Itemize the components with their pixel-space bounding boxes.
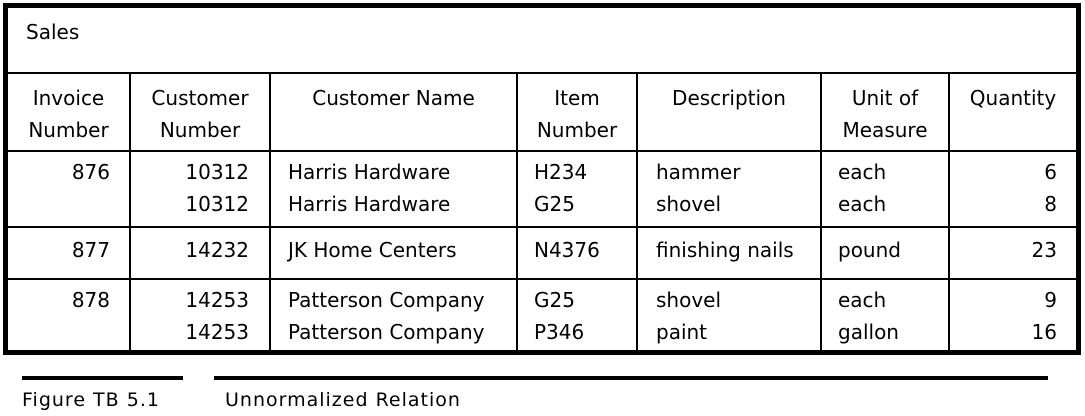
quantity-cell: 6 xyxy=(1044,160,1057,184)
invoice-number-cell: 876 xyxy=(71,160,110,184)
column-divider xyxy=(636,74,638,350)
customer-name-cell: Patterson Company xyxy=(288,288,485,312)
figure-label: Figure TB 5.1 xyxy=(22,389,160,411)
unit-cell: each xyxy=(838,288,887,312)
header-text: Customer xyxy=(151,86,249,110)
unit-cell: each xyxy=(838,160,887,184)
description-cell: finishing nails xyxy=(656,238,794,262)
header-text: Number xyxy=(159,118,241,142)
column-divider xyxy=(948,74,950,350)
description-cell: shovel xyxy=(656,288,722,312)
customer-number-cell: 10312 xyxy=(185,192,249,216)
item-number-cell: H234 xyxy=(534,160,588,184)
quantity-cell: 23 xyxy=(1031,238,1057,262)
quantity-cell: 9 xyxy=(1044,288,1057,312)
column-divider xyxy=(820,74,822,350)
quantity-cell: 8 xyxy=(1044,192,1057,216)
header-text: Customer Name xyxy=(312,86,475,110)
header-item-number: Item Number xyxy=(518,82,636,146)
header-description: Description xyxy=(638,82,820,114)
header-text: Number xyxy=(536,118,618,142)
column-divider xyxy=(516,74,518,350)
header-customer-name: Customer Name xyxy=(271,82,516,114)
customer-name-cell: Harris Hardware xyxy=(288,160,451,184)
header-customer-number: Customer Number xyxy=(131,82,269,146)
customer-number-cell: 14253 xyxy=(185,320,249,344)
header-text: Item xyxy=(554,86,600,110)
item-number-cell: P346 xyxy=(534,320,585,344)
description-cell: paint xyxy=(656,320,708,344)
description-cell: hammer xyxy=(656,160,741,184)
header-unit-of-measure: Unit of Measure xyxy=(822,82,948,146)
caption-rule-left xyxy=(22,376,183,380)
header-text: Unit of xyxy=(851,86,919,110)
item-number-cell: N4376 xyxy=(534,238,600,262)
header-text: Number xyxy=(28,118,109,142)
customer-name-cell: Harris Hardware xyxy=(288,192,451,216)
invoice-number-cell: 878 xyxy=(71,288,110,312)
header-text: Quantity xyxy=(969,86,1057,110)
description-cell: shovel xyxy=(656,192,722,216)
table-title: Sales xyxy=(8,8,1076,74)
customer-number-cell: 14253 xyxy=(185,288,249,312)
customer-name-cell: JK Home Centers xyxy=(288,238,457,262)
column-divider xyxy=(269,74,271,350)
sales-table: Sales Invoice Number Customer Number Cus… xyxy=(3,3,1081,355)
quantity-cell: 16 xyxy=(1031,320,1057,344)
header-invoice-number: Invoice Number xyxy=(8,82,129,146)
item-number-cell: G25 xyxy=(534,288,575,312)
item-number-cell: G25 xyxy=(534,192,575,216)
unit-cell: pound xyxy=(838,238,901,262)
header-text: Measure xyxy=(842,118,928,142)
unit-cell: gallon xyxy=(838,320,899,344)
header-divider xyxy=(8,150,1076,152)
caption-rule-right xyxy=(214,376,1048,380)
invoice-number-cell: 877 xyxy=(71,238,110,262)
customer-name-cell: Patterson Company xyxy=(288,320,485,344)
row-divider xyxy=(8,278,1076,280)
header-text: Description xyxy=(672,86,786,110)
header-quantity: Quantity xyxy=(950,82,1076,114)
column-divider xyxy=(129,74,131,350)
figure-caption: Unnormalized Relation xyxy=(225,389,461,411)
header-text: Invoice xyxy=(32,86,105,110)
customer-number-cell: 10312 xyxy=(185,160,249,184)
customer-number-cell: 14232 xyxy=(185,238,249,262)
row-divider xyxy=(8,226,1076,228)
unit-cell: each xyxy=(838,192,887,216)
